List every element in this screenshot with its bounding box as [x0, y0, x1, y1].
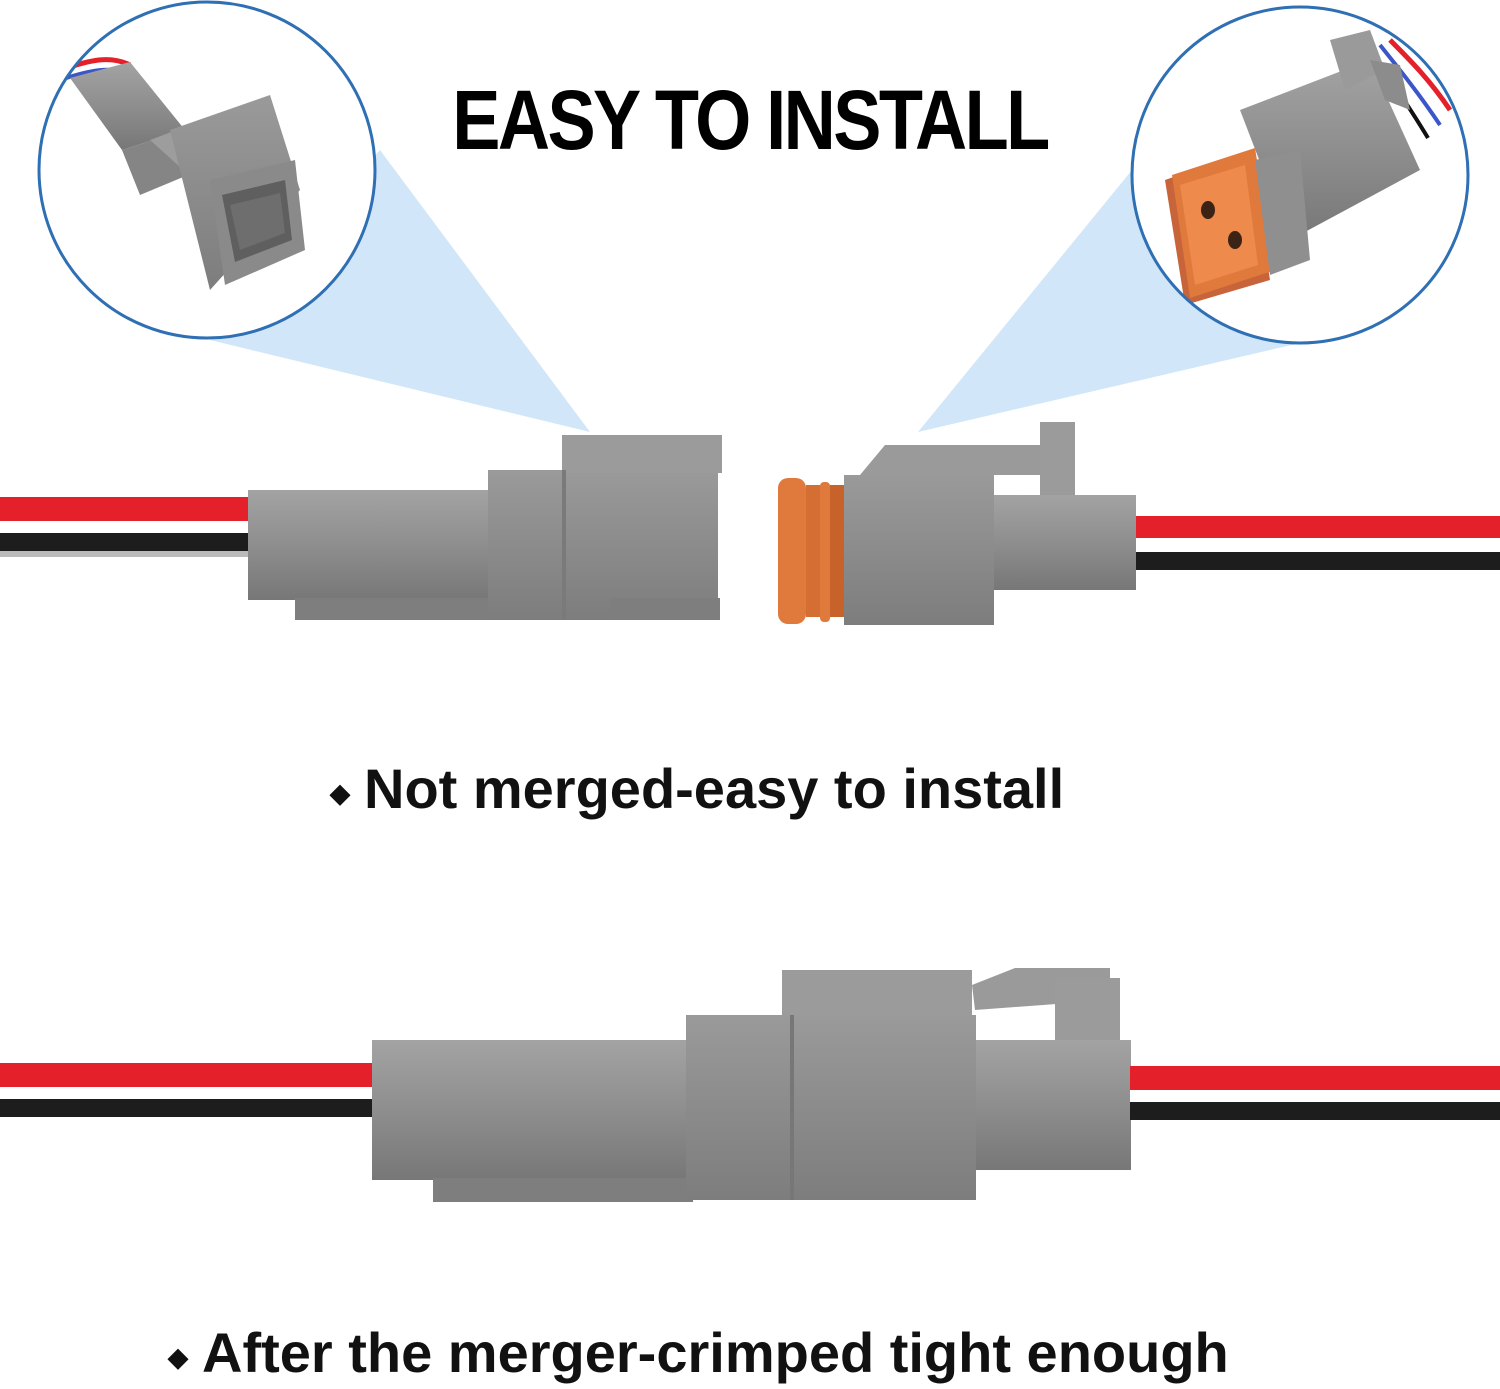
- caption-unmated-text: Not merged-easy to install: [364, 757, 1065, 820]
- female-connector-top: [778, 422, 1136, 625]
- male-connector-closeup: [70, 62, 305, 290]
- male-connector-top: [248, 435, 722, 620]
- caption-mated-text: After the merger-crimped tight enough: [202, 1321, 1229, 1384]
- headline: EASY TO INSTALL: [452, 73, 1050, 167]
- right-wires-bottom: [1130, 1066, 1500, 1120]
- left-zoom-circle: [37, 0, 377, 340]
- right-wires-top: [1136, 516, 1500, 570]
- right-callout-cone: [918, 170, 1300, 432]
- left-callout-cone: [210, 150, 590, 432]
- caption-mated: ◆ After the merger-crimped tight enough: [168, 1320, 1229, 1385]
- right-zoom-circle: [1130, 5, 1470, 345]
- diamond-bullet-icon: ◆: [330, 777, 350, 808]
- caption-unmated: ◆ Not merged-easy to install: [330, 756, 1064, 821]
- left-wires-bottom: [0, 1063, 380, 1117]
- mated-connector-bottom: [372, 968, 1131, 1202]
- diamond-bullet-icon: ◆: [168, 1341, 188, 1372]
- female-connector-closeup: [1165, 30, 1420, 305]
- left-wires-top: [0, 497, 260, 557]
